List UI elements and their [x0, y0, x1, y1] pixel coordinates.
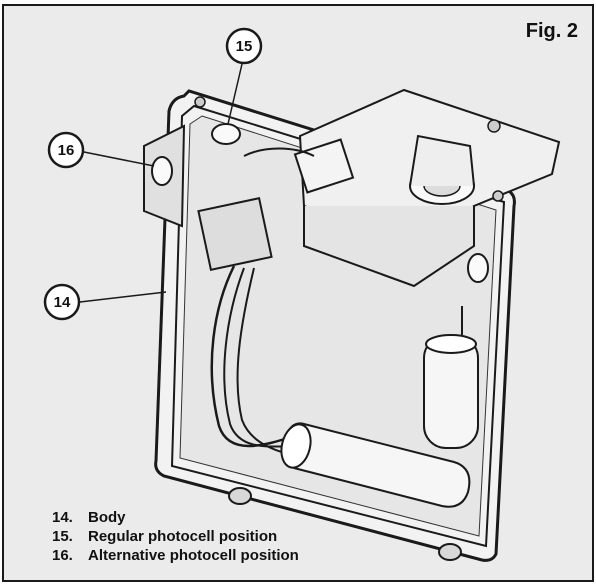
capacitor-vertical-top	[425, 334, 477, 354]
legend-item: 14. Body	[52, 508, 299, 527]
wire-bundle-3	[223, 267, 301, 448]
lamp-holder-body	[409, 134, 475, 187]
wire-bundle-4	[236, 267, 305, 459]
alternative-photocell-hole	[151, 156, 173, 186]
mounting-lug-left	[228, 487, 252, 505]
leader-14	[79, 291, 167, 303]
figure-label: Fig. 2	[525, 20, 578, 42]
wire-bundle-2	[210, 265, 295, 448]
capacitor-horizontal-end	[280, 423, 312, 469]
figure-panel: Fig. 2	[2, 4, 594, 582]
bracket-edge	[303, 245, 415, 287]
leader-15	[227, 63, 243, 125]
legend-item: 15. Regular photocell position	[52, 527, 299, 546]
mounting-lug-right	[438, 543, 462, 561]
wire-bundle-1	[243, 147, 315, 157]
legend-item-number: 14.	[52, 509, 73, 526]
right-side-hole	[467, 253, 489, 283]
legend-item-number: 16.	[52, 547, 73, 564]
legend-item-text: Body	[88, 509, 126, 526]
callout-14: 14	[43, 283, 81, 321]
legend-item: 16. Alternative photocell position	[52, 546, 299, 565]
callout-15: 15	[225, 27, 263, 65]
legend: 14. Body 15. Regular photocell position …	[52, 508, 299, 565]
regular-photocell-hole	[211, 123, 241, 145]
corner-screw-top	[194, 96, 206, 108]
callout-16-label: 16	[58, 142, 75, 159]
legend-item-text: Regular photocell position	[88, 528, 278, 545]
terminal-block	[293, 138, 355, 194]
leader-16	[83, 151, 155, 167]
callout-16: 16	[47, 131, 85, 169]
terminal-strip	[197, 197, 273, 271]
corner-screw-right	[492, 190, 504, 202]
legend-item-text: Alternative photocell position	[88, 547, 299, 564]
legend-item-number: 15.	[52, 528, 73, 545]
callout-14-label: 14	[54, 294, 71, 311]
callout-15-label: 15	[236, 38, 253, 55]
fixture-drawing: 15 16 14	[43, 27, 561, 562]
bracket-screw	[487, 119, 501, 133]
